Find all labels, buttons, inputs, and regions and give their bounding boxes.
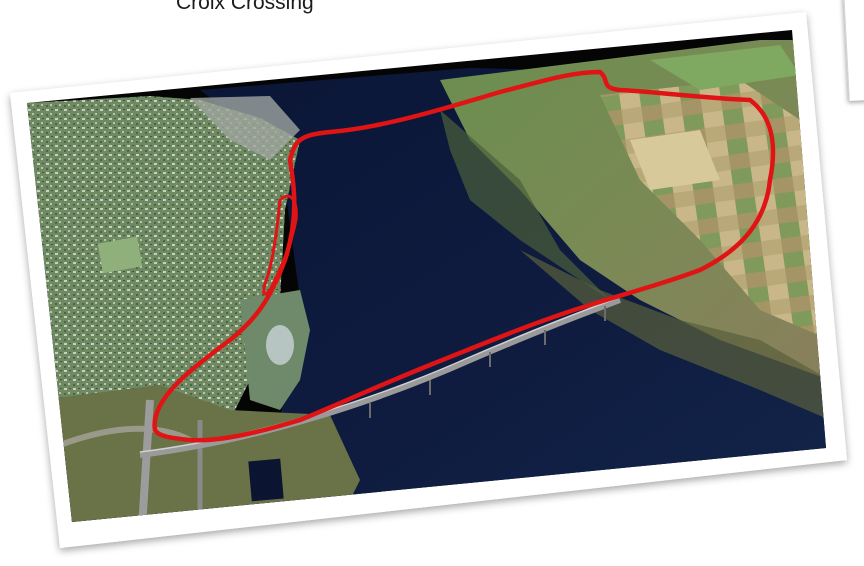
photo-caption: Croix Crossing (176, 0, 314, 14)
west-bank-town (27, 96, 300, 450)
project-boundary-outline (152, 69, 776, 443)
